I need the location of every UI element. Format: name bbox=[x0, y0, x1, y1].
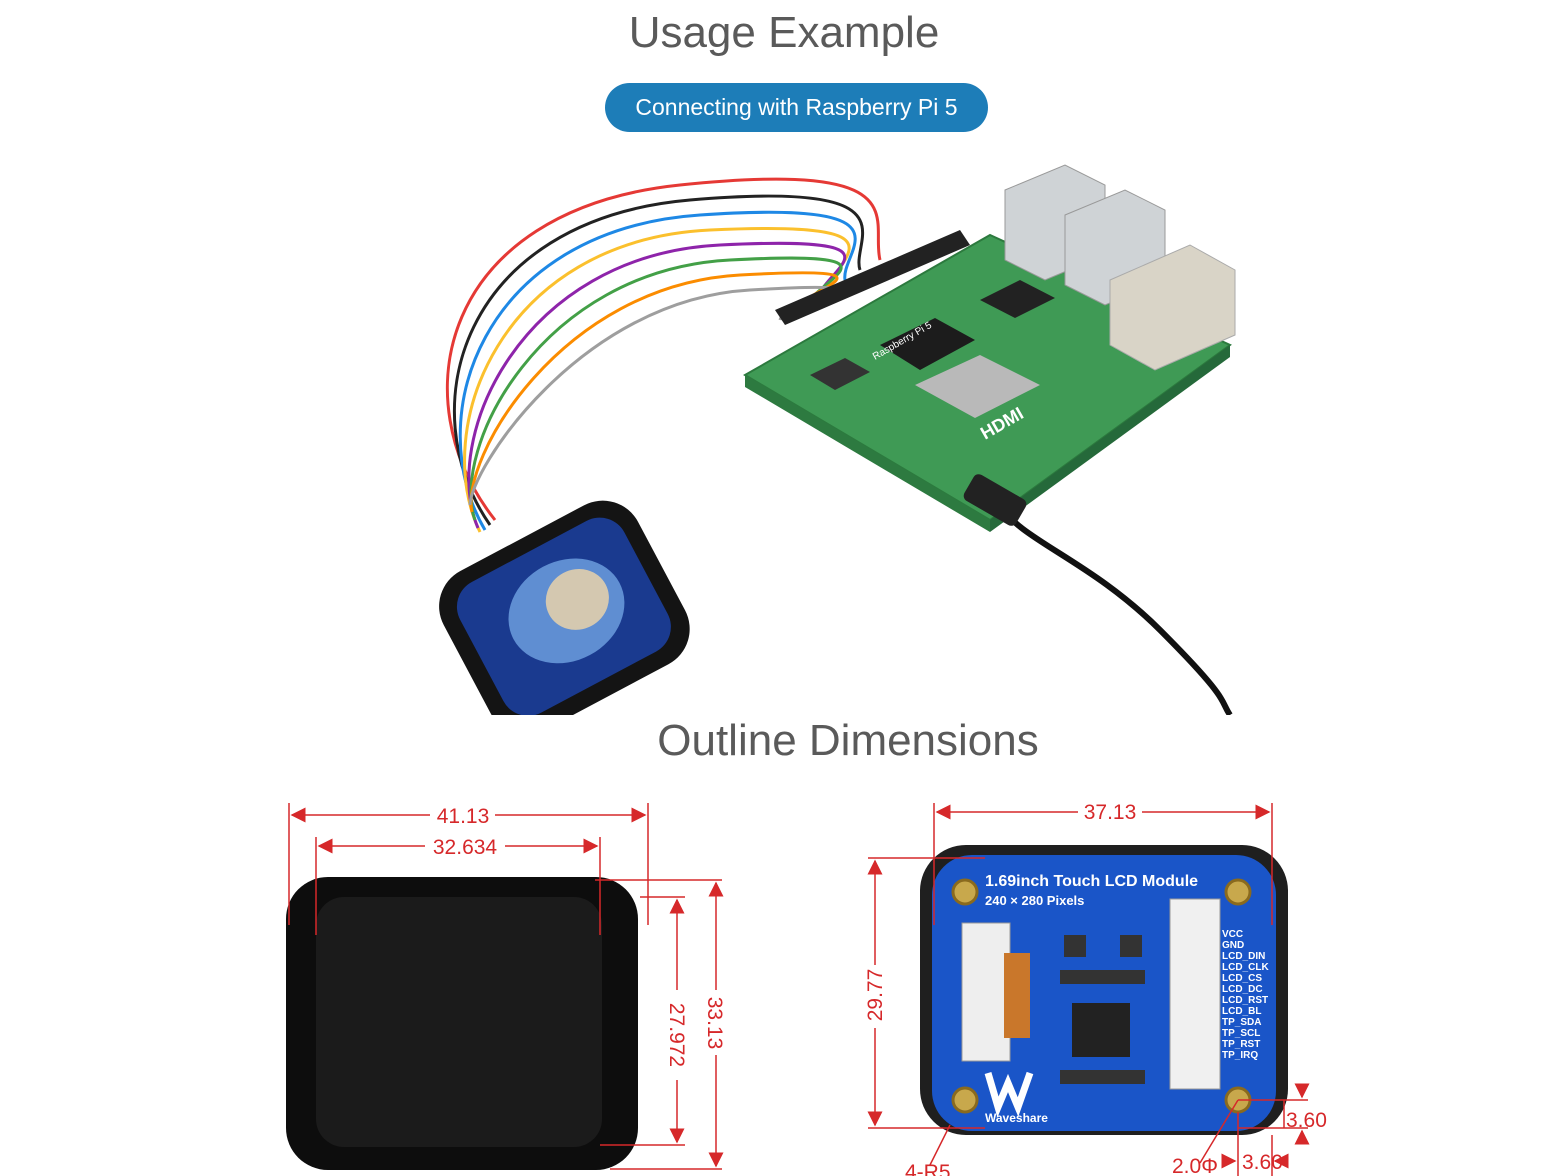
back-view-drawing: Waveshare 1.69inch Touch LCD Module 240 … bbox=[864, 801, 1327, 1176]
pin-label: LCD_CLK bbox=[1222, 962, 1269, 973]
jumper-wires bbox=[445, 177, 882, 533]
pin-labels: VCC GND LCD_DIN LCD_CLK LCD_CS LCD_DC LC… bbox=[1222, 929, 1269, 1061]
usage-example-title: Usage Example bbox=[628, 8, 940, 57]
front-view-drawing: 41.13 32.634 27.972 33.13 bbox=[286, 803, 726, 1170]
pin-label: LCD_BL bbox=[1222, 1006, 1261, 1017]
pin-label: TP_IRQ bbox=[1222, 1050, 1258, 1061]
pin-label: LCD_DC bbox=[1222, 984, 1263, 995]
module-title: 1.69inch Touch LCD Module bbox=[985, 873, 1198, 890]
dim-hole-diameter: 2.0Φ bbox=[1172, 1155, 1218, 1176]
dim-width: 37.13 bbox=[1084, 801, 1137, 824]
dim-width-outer: 41.13 bbox=[437, 805, 490, 828]
dim-hole-offset-y: 3.60 bbox=[1286, 1109, 1327, 1132]
dim-height-inner: 27.972 bbox=[665, 1003, 688, 1067]
brand-label: Waveshare bbox=[985, 1111, 1048, 1125]
pin-label: VCC bbox=[1222, 929, 1243, 940]
raspberry-pi-board: Raspberry Pi 5 HDMI bbox=[743, 164, 1236, 715]
connection-badge: Connecting with Raspberry Pi 5 bbox=[605, 83, 988, 132]
lcd-module-photo bbox=[439, 500, 690, 715]
pin-label: TP_SDA bbox=[1222, 1017, 1261, 1028]
dim-height-outer: 33.13 bbox=[703, 997, 726, 1050]
module-resolution: 240 × 280 Pixels bbox=[985, 893, 1084, 908]
dim-corner-radius: 4-R5 bbox=[905, 1161, 951, 1176]
dim-hole-offset-x: 3.60 bbox=[1242, 1151, 1283, 1174]
outline-dimensions-title: Outline Dimensions bbox=[657, 716, 1039, 765]
dim-height: 29.77 bbox=[864, 969, 887, 1022]
usage-photo: Raspberry Pi 5 HDMI bbox=[439, 164, 1236, 715]
pin-label: LCD_CS bbox=[1222, 973, 1262, 984]
pin-label: TP_SCL bbox=[1222, 1028, 1260, 1039]
pin-label: LCD_DIN bbox=[1222, 951, 1265, 962]
lcd-active-area bbox=[316, 897, 602, 1147]
dim-width-inner: 32.634 bbox=[433, 836, 498, 859]
pin-label: TP_RST bbox=[1222, 1039, 1260, 1050]
pin-label: LCD_RST bbox=[1222, 995, 1268, 1006]
pin-label: GND bbox=[1222, 940, 1244, 951]
